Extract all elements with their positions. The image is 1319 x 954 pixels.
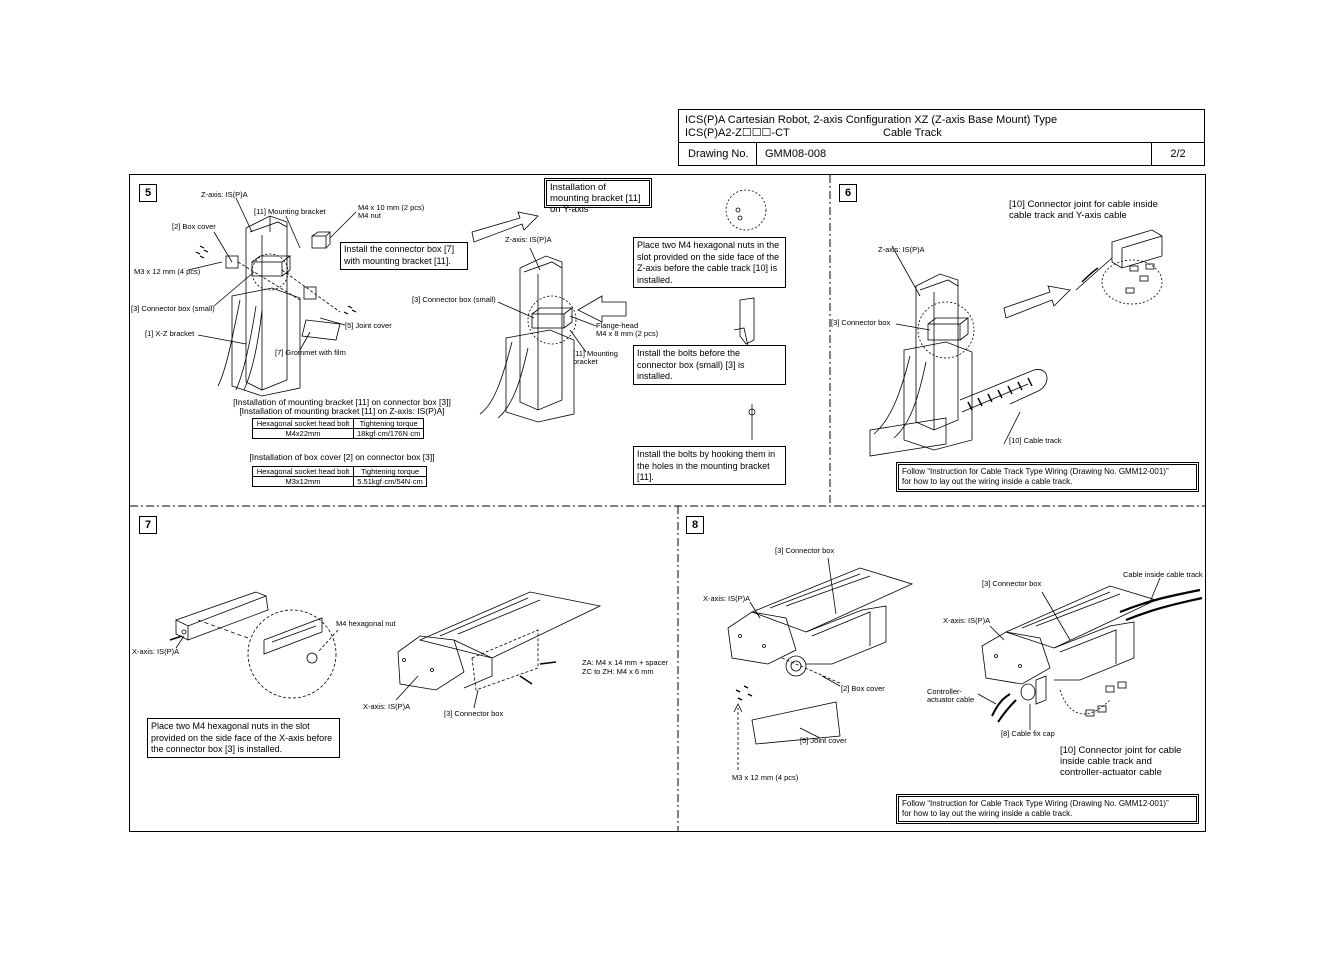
zc-bolt-label: ZC to ZH: M4 x 6 mm	[582, 667, 654, 676]
za-bolt-label: ZA: M4 x 14 mm + spacer	[582, 658, 669, 667]
flange-head-label: Flange-head	[596, 321, 639, 330]
connector-joint-label-8-2: inside cable track and	[1060, 756, 1152, 767]
connector-box-label-8b: [3] Connector box	[982, 579, 1042, 588]
connector-joint-label: [10] Connector joint for cable inside	[1009, 199, 1158, 210]
follow-6-line2: for how to lay out the wiring inside a c…	[902, 477, 1073, 486]
step-5-number: 5	[139, 184, 157, 202]
follow-8-line1: Follow “Instruction for Cable Track Type…	[902, 799, 1169, 808]
bolts-note: Install the bolts before the connector b…	[633, 345, 786, 385]
cable-inside-label: Cable inside cable track	[1123, 570, 1203, 579]
m4-bolt-label: M4 x 10 mm (2 pcs)	[358, 203, 425, 212]
mounting-bracket-center-label: [11] Mounting	[573, 349, 618, 358]
x-axis-label-8a: X-axis: IS(P)A	[703, 594, 751, 603]
table1-torque: 18kgf·cm/176N·cm	[352, 428, 425, 439]
connector-joint-label-2: cable track and Y-axis cable	[1009, 210, 1127, 221]
m4-nut-label: M4 nut	[358, 211, 381, 220]
title-right: Cable Track	[883, 127, 942, 139]
connector-joint-label-8-3: controller-actuator cable	[1060, 767, 1162, 778]
caption-bracket-connector: [Installation of mounting bracket [11] o…	[233, 397, 451, 407]
drawing-frame	[129, 174, 1206, 832]
title-line1: ICS(P)A Cartesian Robot, 2-axis Configur…	[685, 114, 1058, 126]
x-axis-nuts-note: Place two M4 hexagonal nuts in the slot …	[147, 718, 340, 758]
follow-8-line2: for how to lay out the wiring inside a c…	[902, 809, 1073, 818]
box-cover-label-8: [2] Box cover	[841, 684, 885, 693]
x-axis-label-7: X-axis: IS(P)A	[132, 647, 180, 656]
m3-bolt-label: M3 x 12 mm (4 pcs)	[134, 267, 201, 276]
connector-box-label-8a: [3] Connector box	[775, 546, 835, 555]
caption-box-cover: [Installation of box cover [2] on connec…	[249, 452, 435, 462]
caption-bracket-z-axis: [Installation of mounting bracket [11] o…	[239, 406, 445, 416]
follow-instruction-8: Follow “Instruction for Cable Track Type…	[896, 794, 1199, 824]
mounting-bracket-label: [11] Mounting bracket	[254, 207, 326, 216]
connector-box-label-7: [3] Connector box	[444, 709, 504, 718]
step-8-number: 8	[686, 516, 704, 534]
follow-instruction-6: Follow “Instruction for Cable Track Type…	[896, 462, 1199, 492]
title-row	[679, 110, 1204, 143]
step-6-number: 6	[839, 184, 857, 202]
table2-torque: 5.51kgf·cm/54N·cm	[353, 476, 427, 487]
x-axis-label-8b: X-axis: IS(P)A	[943, 616, 991, 625]
page-number: 2/2	[1170, 148, 1186, 160]
hook-bolts-note: Install the bolts by hooking them in the…	[633, 446, 786, 485]
connector-box-small-label: [3] Connector box (small)	[131, 304, 215, 313]
drawing-no-label: Drawing No.	[679, 143, 757, 166]
box-cover-label: [2] Box cover	[172, 222, 216, 231]
install-connector-note: Install the connector box [7] with mount…	[340, 242, 468, 270]
connector-box-label-6: [3] Connector box	[831, 318, 891, 327]
follow-6-line1: Follow “Instruction for Cable Track Type…	[902, 467, 1169, 476]
grommet-label: [7] Grommet with film	[275, 348, 346, 357]
flange-size-label: M4 x 8 mm (2 pcs)	[596, 329, 659, 338]
joint-cover-label-8: [5] Joint cover	[800, 736, 847, 745]
joint-cover-label: [5] Joint cover	[345, 321, 392, 330]
hex-nut-label: M4 hexagonal nut	[336, 619, 396, 628]
cable-fix-cap-label: [8] Cable fix cap	[1001, 729, 1055, 738]
connector-joint-label-8: [10] Connector joint for cable	[1060, 745, 1182, 756]
controller-cable-label: Controller-	[927, 687, 963, 696]
title-block: ICS(P)A Cartesian Robot, 2-axis Configur…	[678, 109, 1205, 166]
drawing-no: GMM08-008	[757, 143, 1152, 166]
z-axis-label: Z-axis: IS(P)A	[201, 190, 248, 199]
y-axis-heading: Installation of mounting bracket [11] on…	[544, 178, 652, 215]
cable-track-label: [10] Cable track	[1009, 436, 1062, 445]
nuts-note: Place two M4 hexagonal nuts in the slot …	[633, 237, 786, 288]
z-axis-label-6: Z-axis: IS(P)A	[878, 245, 925, 254]
z-axis-center-label: Z-axis: IS(P)A	[505, 235, 552, 244]
title-line2: ICS(P)A2-Z☐☐☐-CT	[685, 127, 790, 139]
x-axis-center-label-7: X-axis: IS(P)A	[363, 702, 411, 711]
mounting-bracket-center-label-2: bracket	[573, 357, 598, 366]
step-7-number: 7	[139, 516, 157, 534]
xz-bracket-label: [1] X-Z bracket	[145, 329, 195, 338]
connector-box-small-center-label: [3] Connector box (small)	[412, 295, 496, 304]
m3-bolt-label-8: M3 x 12 mm (4 pcs)	[732, 773, 799, 782]
controller-cable-label-2: actuator cable	[927, 695, 975, 704]
